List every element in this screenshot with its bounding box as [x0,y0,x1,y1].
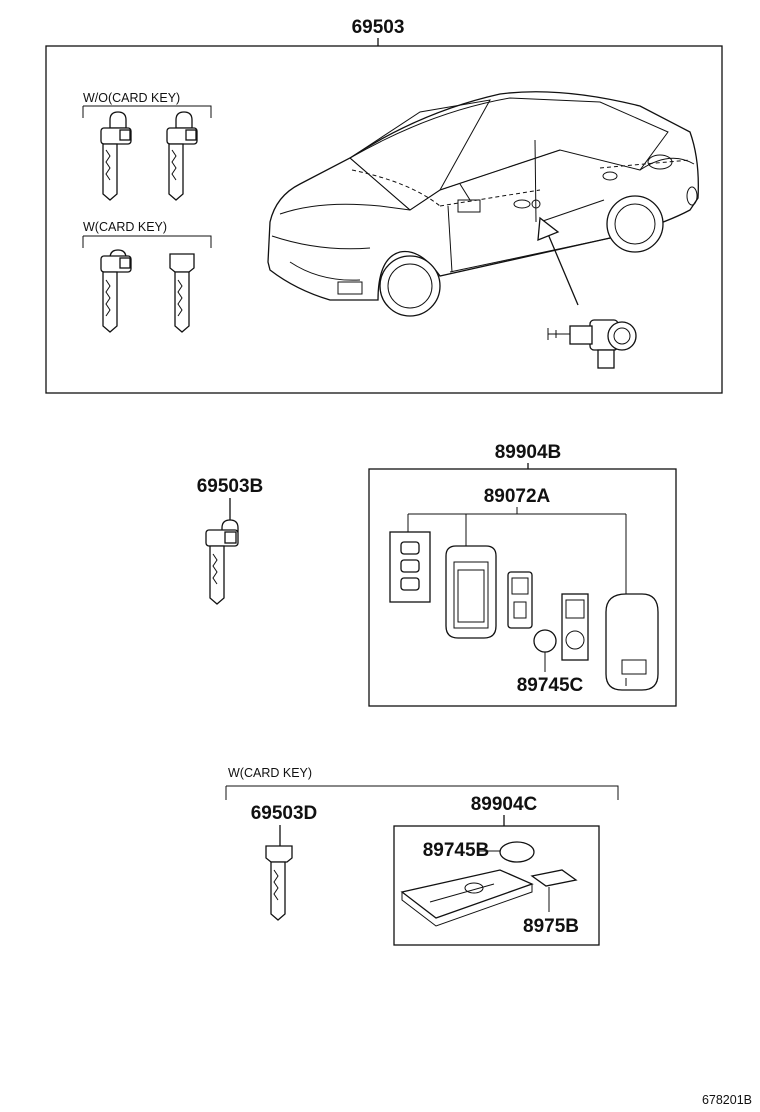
battery-icon [499,841,535,863]
assembly-frame-89904B [368,468,677,707]
figure-id: 678201B [702,1093,752,1107]
label-69503D: 69503D [251,803,318,824]
remote-case [605,593,659,691]
key-icon [100,249,132,333]
key-icon [166,111,198,201]
key-icon [100,111,132,201]
label-with-card-key-bottom: W(CARD KEY) [228,766,312,780]
remote-transmitter-icon [445,545,497,639]
battery-icon [533,629,557,653]
label-89904B: 89904B [495,442,562,463]
label-without-card-key: W/O(CARD KEY) [83,91,180,105]
label-with-card-key-top: W(CARD KEY) [83,220,167,234]
label-89745C: 89745C [517,675,584,696]
remote-button-pad [389,531,431,603]
assembly-frame-69503 [45,45,723,394]
label-8975B: 8975B [523,916,579,937]
card-insert [530,869,578,887]
key-icon [205,519,239,605]
label-69503B: 69503B [197,476,264,497]
label-89072A: 89072A [484,486,551,507]
sedan-car-icon [267,91,699,317]
card-key-icon [169,253,195,333]
card-key-icon [265,845,293,921]
label-69503: 69503 [352,17,405,38]
card-key-case [400,869,534,927]
circuit-board [507,571,533,629]
lock-cylinder-icon [547,319,637,369]
assembly-frame-89904C [393,825,600,946]
label-89904C: 89904C [471,794,538,815]
label-89745B: 89745B [423,840,490,861]
cover-plate [561,593,589,661]
